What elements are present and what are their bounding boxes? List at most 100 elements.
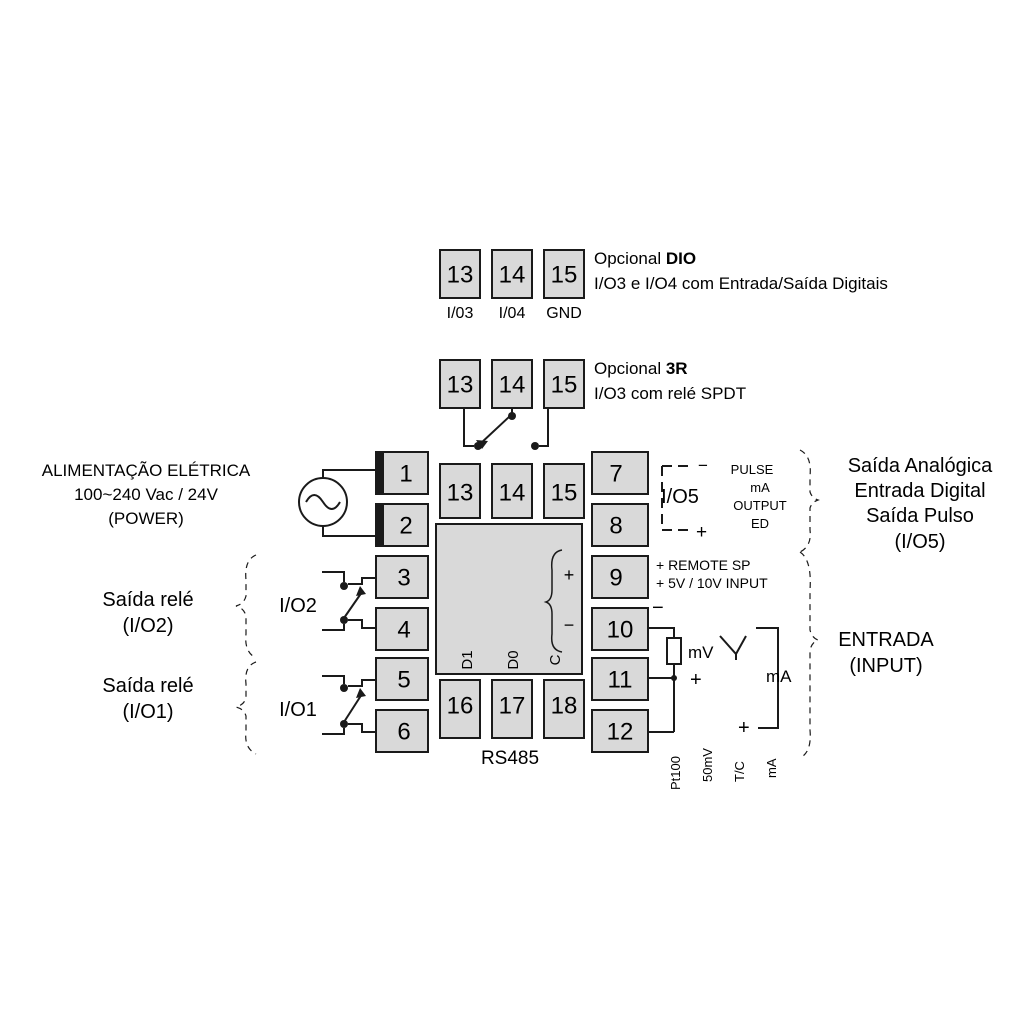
remote-minus: − xyxy=(564,615,575,635)
3r-title: Opcional 3R xyxy=(594,359,688,378)
relay-io2-tag: I/O2 xyxy=(279,595,317,617)
terminal-4-label: 4 xyxy=(397,617,410,644)
terminal-16-label: 16 xyxy=(447,693,474,720)
terminal-2-label: 2 xyxy=(399,513,412,540)
terminal-1 xyxy=(375,451,429,495)
dio-subtitle: I/O3 e I/O4 com Entrada/Saída Digitais xyxy=(594,274,888,293)
terminal-6-label: 6 xyxy=(397,719,410,746)
terminal-7 xyxy=(591,451,649,495)
relay-io1-title: Saída relé xyxy=(102,675,193,697)
terminal-5-label: 5 xyxy=(397,667,410,694)
terminal-12-label: 12 xyxy=(607,719,634,746)
io5-brace xyxy=(799,449,820,553)
relay-io1-subtitle: (I/O1) xyxy=(122,701,173,723)
dio-terminal-14 xyxy=(491,249,533,299)
input-mv-label: mV xyxy=(688,643,714,662)
terminal-13 xyxy=(439,463,481,519)
3r-terminal-13-label: 13 xyxy=(447,372,474,399)
dio-title: Opcional DIO xyxy=(594,249,696,268)
remote-sp-section: + REMOTE SP + 5V / 10V INPUT xyxy=(656,557,768,591)
terminal-10 xyxy=(591,607,649,651)
io5-tag: I/O5 xyxy=(661,486,699,508)
bottom-terminal-row: 16 17 18 xyxy=(439,679,585,739)
dio-pin-gnd: GND xyxy=(546,305,582,322)
optional-dio-block: 13 14 15 I/03 I/04 GND Opcional DIO I/O3… xyxy=(439,249,888,322)
relay-io2-contact-icon xyxy=(322,571,376,631)
input-plus-1: + xyxy=(690,669,702,691)
dio-pin-io3: I/03 xyxy=(447,305,474,322)
relay-io1-brace xyxy=(235,661,257,755)
io5-desc-1: Saída Analógica xyxy=(848,455,993,477)
rs485-name: RS485 xyxy=(481,748,539,769)
pt100-resistor-icon xyxy=(666,637,682,665)
io5-opt-ed: ED xyxy=(751,516,769,531)
terminal-2 xyxy=(375,503,429,547)
io5-desc-4: (I/O5) xyxy=(894,531,945,553)
terminal-8 xyxy=(591,503,649,547)
input-type-ma: mA xyxy=(764,758,779,778)
power-wire-1 xyxy=(322,469,376,478)
relay-io1-contact-icon xyxy=(322,675,376,735)
remote-brace-icon xyxy=(543,549,563,653)
io5-opt-output: OUTPUT xyxy=(733,498,787,513)
rs485-d1-label: D1 xyxy=(459,650,476,669)
input-section: − mV + mA + Pt100 50mV T/C mA ENTRADA (I… xyxy=(648,551,934,790)
dio-terminal-13-label: 13 xyxy=(447,262,474,289)
power-wire-2 xyxy=(322,526,376,537)
remote-sp-label: + REMOTE SP xyxy=(656,557,751,573)
power-title: ALIMENTAÇÃO ELÉTRICA xyxy=(42,461,251,480)
input-type-tc: T/C xyxy=(732,761,747,782)
3r-terminal-13 xyxy=(439,359,481,409)
power-section: ALIMENTAÇÃO ELÉTRICA 100~240 Vac / 24V (… xyxy=(42,461,376,537)
terminal-11-label: 11 xyxy=(608,667,633,694)
input-minus: − xyxy=(652,597,664,619)
terminal-10-label: 10 xyxy=(607,617,634,644)
input-type-50mv: 50mV xyxy=(700,748,715,782)
3r-terminal-15 xyxy=(543,359,585,409)
thermocouple-icon xyxy=(719,635,747,656)
io5-section: − + I/O5 PULSE mA OUTPUT ED Saída Analóg… xyxy=(661,449,993,553)
relay-io1-section: Saída relé (I/O1) I/O1 xyxy=(102,661,376,755)
terminal-3 xyxy=(375,555,429,599)
remote-plus: + xyxy=(564,565,575,585)
input-plus-2: + xyxy=(738,717,750,739)
terminal-9 xyxy=(591,555,649,599)
terminal-18 xyxy=(543,679,585,739)
input-type-pt100: Pt100 xyxy=(668,756,683,790)
terminal-14 xyxy=(491,463,533,519)
terminal-7-label: 7 xyxy=(609,461,622,488)
sine-wave-icon xyxy=(305,494,341,510)
relay-io2-brace xyxy=(235,554,257,659)
dio-terminal-13 xyxy=(439,249,481,299)
terminal-3-label: 3 xyxy=(397,565,410,592)
terminal-4 xyxy=(375,607,429,651)
left-terminal-column: 1 2 3 4 5 6 xyxy=(375,451,429,753)
terminal-16 xyxy=(439,679,481,739)
input-brace xyxy=(799,551,820,759)
relay-io1-tag: I/O1 xyxy=(279,699,317,721)
relay-io2-title: Saída relé xyxy=(102,589,193,611)
input-desc-1: ENTRADA xyxy=(838,629,934,651)
io5-opt-pulse: PULSE xyxy=(731,462,774,477)
power-label: (POWER) xyxy=(108,509,184,528)
relay-io2-section: Saída relé (I/O2) I/O2 xyxy=(102,554,376,659)
input-desc-2: (INPUT) xyxy=(849,655,922,677)
remote-input-label: + 5V / 10V INPUT xyxy=(656,575,768,591)
input-ma-label: mA xyxy=(766,667,792,686)
terminal-17 xyxy=(491,679,533,739)
3r-terminal-14-label: 14 xyxy=(499,372,526,399)
dio-terminal-14-label: 14 xyxy=(499,262,526,289)
io5-desc-3: Saída Pulso xyxy=(866,505,974,527)
relay-io2-subtitle: (I/O2) xyxy=(122,615,173,637)
io5-desc-2: Entrada Digital xyxy=(854,480,985,502)
top-terminal-row: 13 14 15 xyxy=(439,463,585,519)
terminal-12 xyxy=(591,709,649,753)
terminal-14-label: 14 xyxy=(499,480,526,507)
dio-pin-io4: I/04 xyxy=(499,305,526,322)
terminal-15-label: 15 xyxy=(551,480,578,507)
io5-minus: − xyxy=(698,456,708,475)
io5-plus: + xyxy=(696,522,707,543)
3r-terminal-15-label: 15 xyxy=(551,372,578,399)
spdt-relay-icon xyxy=(463,408,549,450)
terminal-18-label: 18 xyxy=(551,693,578,720)
